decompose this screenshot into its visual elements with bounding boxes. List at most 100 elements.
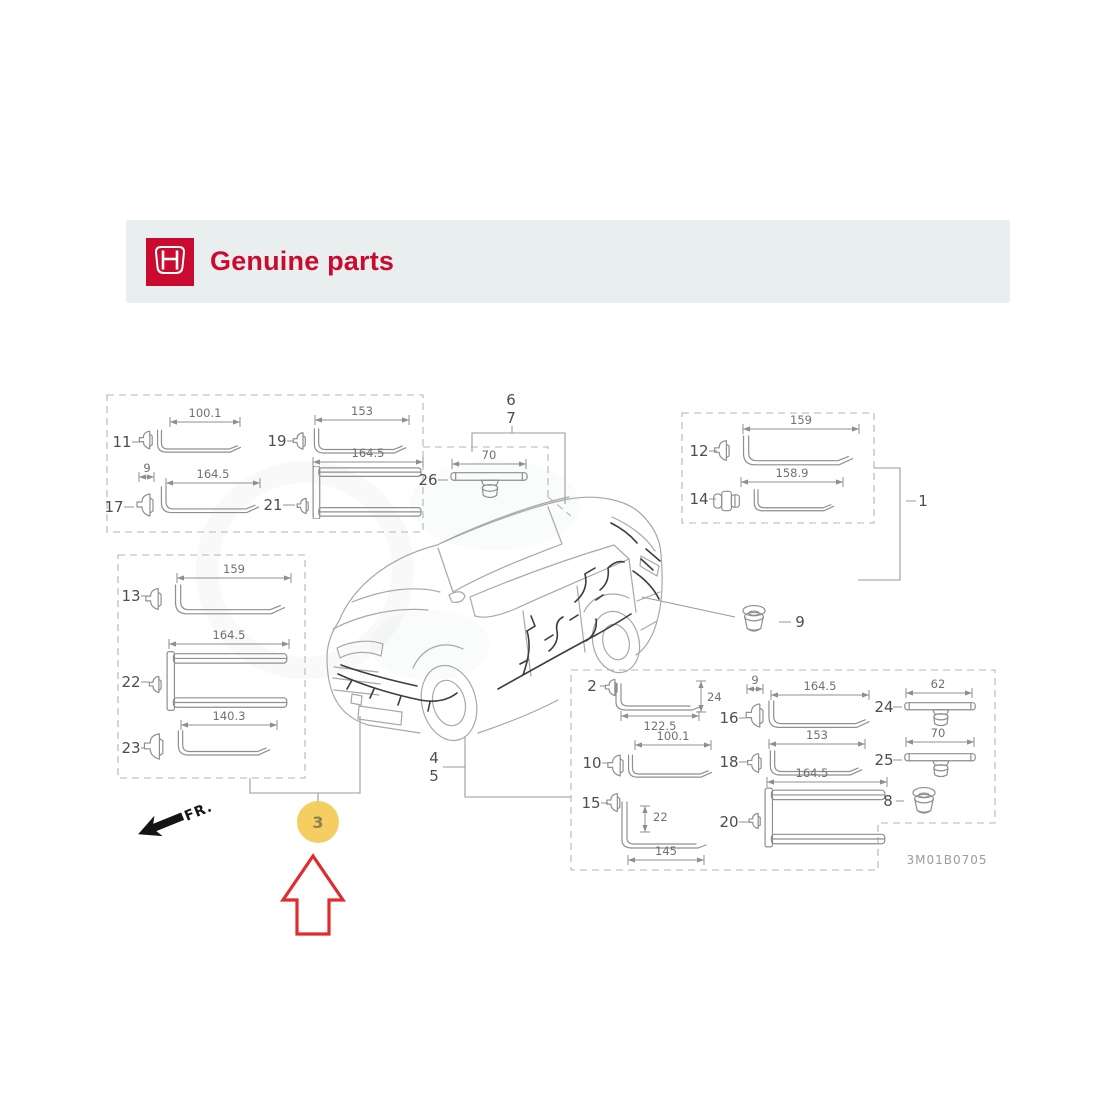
highlighted-callout-3[interactable]: 3	[297, 801, 339, 843]
dimension-value: 164.5	[213, 628, 246, 642]
clip-sketch	[748, 812, 761, 830]
dimension	[180, 720, 278, 730]
dimension-value: 159	[223, 562, 245, 576]
clip-sketch	[136, 493, 154, 517]
dimension-value: 100.1	[657, 729, 690, 743]
dimension-value: 9	[143, 461, 150, 475]
box-mid-left	[117, 554, 306, 779]
part-22-label: 22	[121, 673, 140, 691]
rail-sketch	[177, 730, 271, 756]
fr-arrow-icon	[138, 812, 185, 837]
part-11-label: 11	[112, 433, 131, 451]
dimension-value: 158.9	[776, 466, 809, 480]
part-21: 21 164.5	[263, 446, 424, 519]
fr-direction-marker: FR.	[138, 799, 215, 837]
part-18-label: 18	[719, 753, 738, 771]
part-12-label: 12	[689, 442, 708, 460]
dimension-value: 164.5	[197, 467, 230, 481]
dimension	[905, 688, 973, 698]
part-22: 22 164.5	[121, 628, 290, 712]
part-12: 12 159	[689, 413, 860, 466]
dimension	[640, 805, 650, 833]
wire-harness-lines	[337, 522, 661, 712]
dimension-value: 70	[482, 448, 497, 462]
clip-sketch	[296, 497, 309, 515]
rail-sketch	[742, 435, 854, 466]
rail-sketch	[616, 684, 700, 710]
honda-logo	[146, 237, 194, 286]
dimension	[905, 737, 975, 747]
dimension	[766, 777, 888, 787]
rail-sketch	[627, 754, 713, 778]
dimension-value: 122.5	[644, 719, 677, 733]
part-13: 13 159	[121, 562, 292, 615]
grommet-sketch	[742, 604, 766, 632]
dimension-value: 70	[931, 726, 946, 740]
fr-label: FR.	[182, 799, 215, 825]
dimension-value: 22	[653, 810, 668, 824]
drawing-code: 3M01B0705	[906, 853, 987, 867]
ref-1-label: 1	[918, 492, 928, 510]
part-10: 10 100.1	[582, 729, 713, 778]
dimension	[312, 457, 424, 467]
rail-sketch	[764, 787, 886, 848]
clip-sketch	[292, 432, 306, 450]
part-2-label: 2	[587, 677, 597, 695]
dimension	[165, 478, 261, 488]
dimension	[742, 424, 860, 434]
dimension-value: 164.5	[352, 446, 385, 460]
dimension	[451, 459, 527, 469]
connector-sketch	[713, 490, 740, 512]
dimension-value: 62	[931, 677, 946, 691]
part-23-label: 23	[121, 739, 140, 757]
part-18: 18 153	[719, 728, 866, 776]
part-20-label: 20	[719, 813, 738, 831]
vehicle-sketch	[326, 496, 663, 742]
part-16-label: 16	[719, 709, 738, 727]
part-19: 19 153	[267, 404, 410, 454]
part-25-label: 25	[874, 751, 893, 769]
part-24: 24 62	[874, 677, 976, 727]
rail-sketch	[174, 584, 286, 615]
part-26-label: 26	[418, 471, 437, 489]
dimension	[634, 740, 712, 750]
rail-sketch	[157, 429, 241, 453]
part-15: 15 22 145	[581, 793, 706, 865]
dimension-value: 145	[655, 844, 677, 858]
part-13-label: 13	[121, 587, 140, 605]
highlight-circle[interactable]	[297, 801, 339, 843]
dimension-value: 140.3	[213, 709, 246, 723]
dimension	[620, 711, 700, 721]
part-25: 25 70	[874, 726, 976, 778]
honda-h-emblem-icon	[154, 245, 186, 274]
part-9-label: 9	[795, 613, 805, 631]
pointer-arrow-icon	[279, 853, 347, 936]
ref-7-label: 7	[506, 409, 516, 427]
part-2: 2 24 122.5	[587, 677, 721, 733]
part-16: 16 9 164.5	[719, 673, 870, 728]
clip-sketch	[747, 753, 762, 773]
rail-sketch	[622, 802, 706, 848]
part-24-label: 24	[874, 698, 893, 716]
clip-sketch	[745, 703, 764, 728]
dimension	[176, 573, 292, 583]
ref-4-label: 4	[429, 749, 439, 767]
part-11: 11 100.1	[112, 406, 241, 453]
part-8: 8	[883, 786, 936, 814]
dimension	[314, 415, 410, 425]
part-20: 20 164.5	[719, 766, 888, 848]
part-9: 9	[742, 604, 805, 632]
clip-sketch	[138, 430, 153, 450]
dimension	[169, 417, 241, 427]
grommet-sketch	[912, 786, 936, 814]
dimension	[696, 680, 706, 713]
page-title: Genuine parts	[210, 246, 395, 276]
clip-sketch	[143, 733, 164, 760]
dimension-value: 153	[351, 404, 373, 418]
dimension	[168, 639, 290, 649]
bar-clip-sketch	[904, 702, 976, 727]
dimension	[768, 739, 866, 749]
part-8-label: 8	[883, 792, 893, 810]
rail-sketch	[768, 700, 870, 728]
